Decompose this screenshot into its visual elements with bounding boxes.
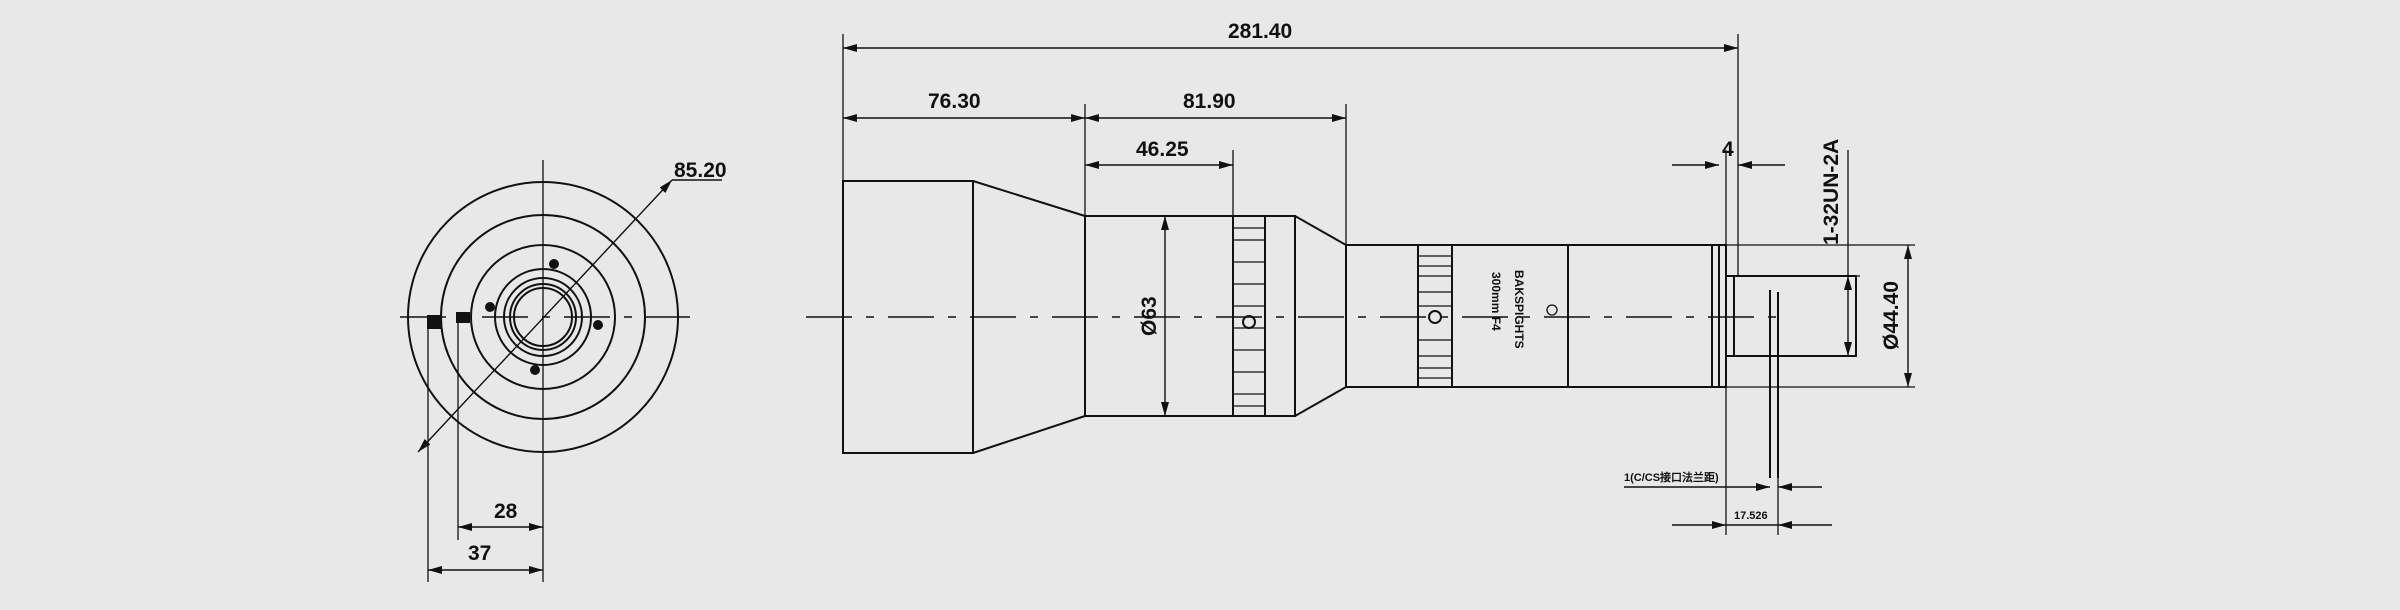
front-view: 85.20 28 37 bbox=[400, 159, 727, 582]
lens-barrel bbox=[1345, 244, 1419, 388]
side-offset-37-label: 37 bbox=[468, 542, 491, 565]
front-length-label: 76.30 bbox=[928, 90, 981, 113]
thread-spec-label: 1-32UN-2A bbox=[1820, 139, 1843, 245]
dimension-lines: 281.40 76.30 81.90 46.25 Ø63 4 1-32UN-2A… bbox=[842, 20, 1915, 535]
front-screw-dot bbox=[593, 320, 603, 330]
front-screw-dot bbox=[549, 259, 559, 269]
body-diameter-label: Ø63 bbox=[1138, 296, 1161, 336]
front-set-screw bbox=[427, 315, 441, 329]
aperture-ring-knurl bbox=[1418, 255, 1452, 379]
logo-mark-icon bbox=[1546, 304, 1558, 316]
flange-distance-label: 17.526 bbox=[1734, 510, 1768, 522]
front-diameter-leader bbox=[417, 179, 673, 453]
lens-front-hood bbox=[842, 180, 974, 454]
lens-rear-taper bbox=[1294, 215, 1347, 417]
front-diameter-label: 85.20 bbox=[674, 159, 727, 182]
focus-lock-screw bbox=[1242, 315, 1256, 329]
flange-note-label: 1(C/CS接口法兰距) bbox=[1624, 470, 1719, 484]
brand-label: BAKSPIGHTS bbox=[1512, 270, 1526, 349]
lens-taper bbox=[972, 180, 1086, 454]
middle-length-label: 81.90 bbox=[1183, 90, 1236, 113]
overall-length-label: 281.40 bbox=[1228, 20, 1292, 43]
lens-rear-barrel bbox=[1567, 244, 1713, 388]
label-band bbox=[1451, 244, 1569, 388]
side-offset-28-label: 28 bbox=[494, 500, 518, 523]
c-mount-thread bbox=[1725, 275, 1857, 357]
ring-offset-label: 46.25 bbox=[1136, 138, 1189, 161]
side-view: BAKSPIGHTS 300mm F4 bbox=[806, 180, 1857, 478]
lens-spec-label: 300mm F4 bbox=[1489, 272, 1503, 331]
aperture-lock-screw bbox=[1428, 310, 1442, 324]
lens-rear-section bbox=[1264, 215, 1296, 417]
front-screw-dot bbox=[530, 365, 540, 375]
mount-gap-label: 4 bbox=[1722, 138, 1734, 161]
mount-diameter-label: Ø44.40 bbox=[1880, 281, 1903, 350]
front-screw-dot bbox=[485, 302, 495, 312]
